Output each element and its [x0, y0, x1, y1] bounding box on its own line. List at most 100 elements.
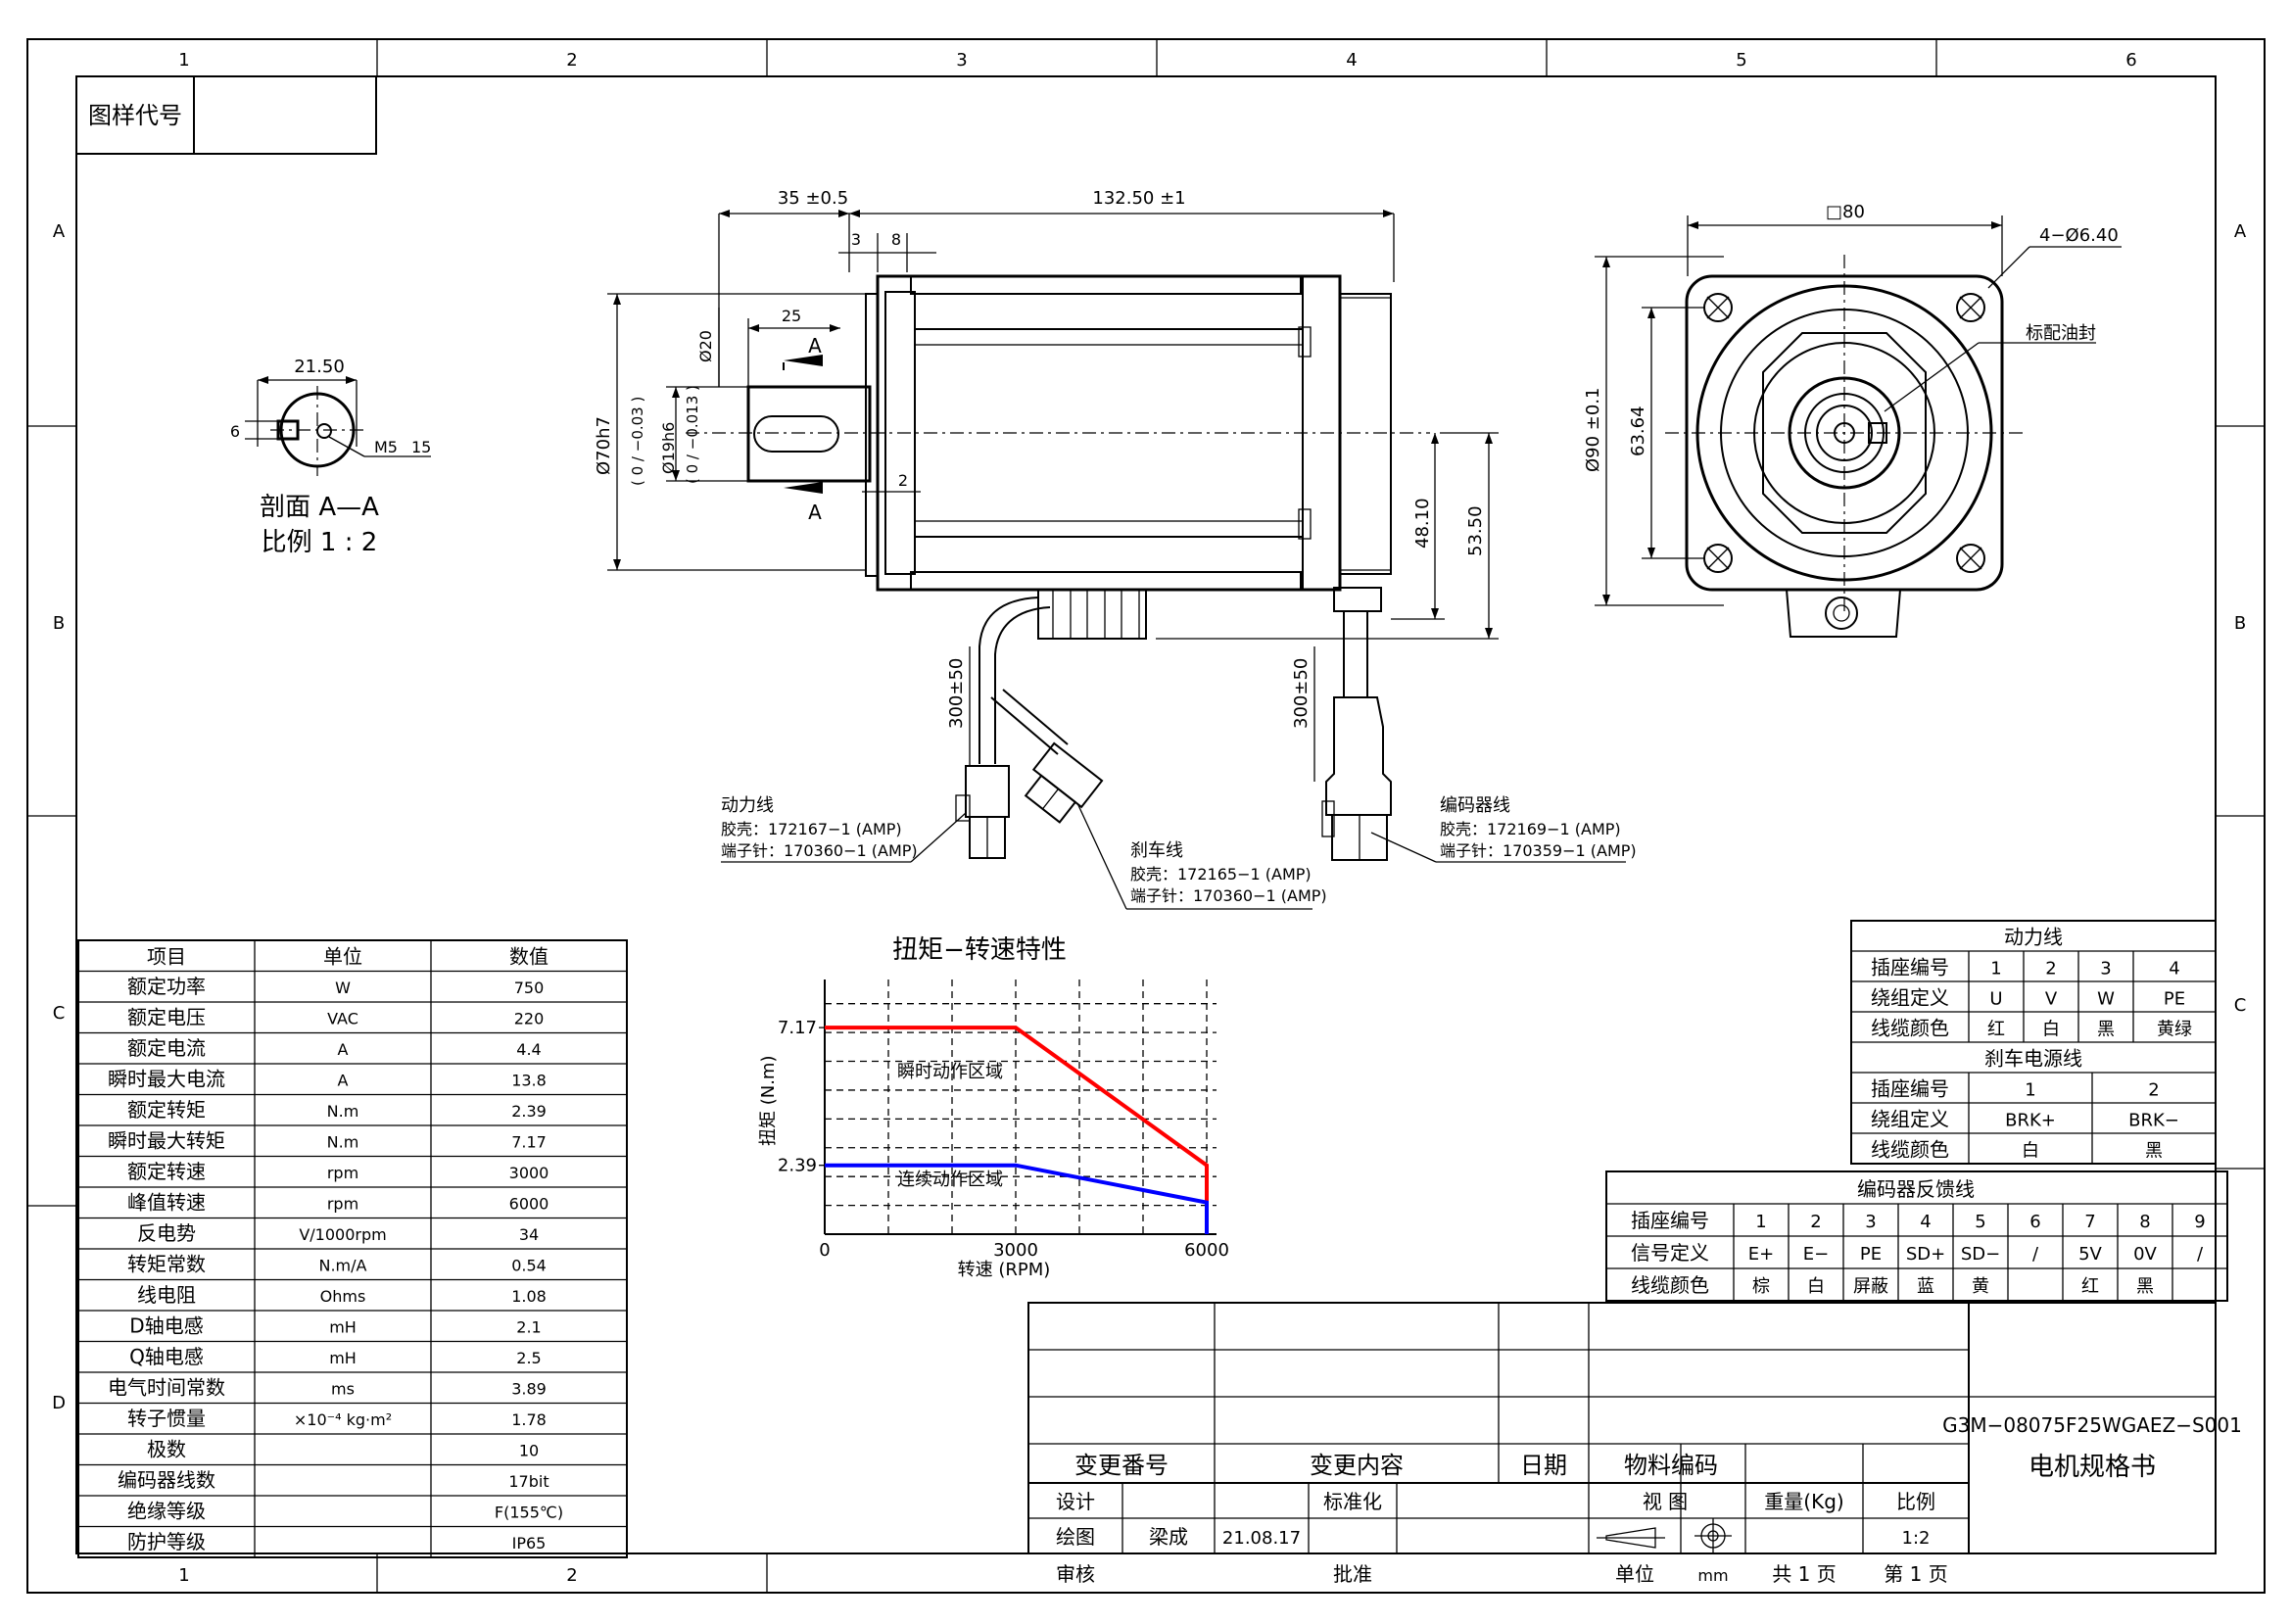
- ratio-label: 比例: [1896, 1490, 1935, 1513]
- spec-cell: 13.8: [511, 1072, 547, 1090]
- encoder-table-cell: 黄: [1972, 1276, 1989, 1297]
- spec-cell: 额定电压: [127, 1006, 206, 1029]
- spec-cell: W: [335, 979, 351, 997]
- power-table-cell: 3: [2100, 958, 2111, 979]
- spec-header-2: 数值: [509, 945, 549, 969]
- section-title: 剖面 A—A: [260, 493, 379, 522]
- section-thread-depth: 15: [411, 438, 431, 456]
- encoder-table-cell: 7: [2084, 1212, 2095, 1232]
- power-table-cell: U: [1989, 988, 2002, 1009]
- right-row-b-label: B: [2234, 613, 2246, 634]
- brake-table-title: 刹车电源线: [1984, 1046, 2082, 1070]
- row-a-label: A: [53, 221, 66, 242]
- row-c-label: C: [53, 1003, 66, 1024]
- dim-25: 25: [782, 307, 801, 325]
- standardize-label: 标准化: [1323, 1490, 1382, 1513]
- encoder-table-cell: 9: [2194, 1212, 2205, 1232]
- spec-cell: 瞬时最大电流: [108, 1068, 225, 1091]
- spec-cell: A: [338, 1040, 349, 1059]
- date-label: 日期: [1520, 1452, 1567, 1479]
- spec-cell: 峰值转速: [127, 1191, 206, 1215]
- spec-cell: 2.5: [516, 1349, 541, 1367]
- spec-cell: 2.1: [516, 1318, 541, 1337]
- brake-table-cell: BRK+: [2005, 1110, 2056, 1130]
- motor-front-view: □80 4−Ø6.40 标配油封: [1583, 202, 2122, 638]
- right-row-a-label: A: [2234, 221, 2247, 242]
- col-6-label: 6: [2125, 50, 2136, 71]
- encoder-table-cell: 0V: [2133, 1244, 2157, 1265]
- power-table-cell: W: [2097, 988, 2115, 1009]
- spec-cell: ×10⁻⁴ kg·m²: [294, 1410, 392, 1429]
- col-3-label: 3: [956, 50, 967, 71]
- change-content-label: 变更内容: [1310, 1452, 1404, 1479]
- power-table-cell: 红: [1987, 1019, 2005, 1039]
- chart-xtick: 3000: [993, 1240, 1038, 1261]
- spec-cell: IP65: [512, 1534, 547, 1552]
- spec-header-0: 项目: [147, 945, 186, 969]
- encoder-table-cell: 插座编号: [1631, 1209, 1709, 1232]
- encoder-table-cell: 1: [1755, 1212, 1766, 1232]
- power-table-cell: 绕组定义: [1871, 985, 1949, 1009]
- dim-48: 48.10: [1412, 498, 1433, 549]
- dim-shaft-tol: ( 0 / −0.013 ): [684, 385, 701, 484]
- encoder-table-title: 编码器反馈线: [1857, 1177, 1975, 1201]
- power-table-cell: 4: [2169, 958, 2179, 979]
- review-label: 审核: [1056, 1562, 1095, 1586]
- power-table-title: 动力线: [2004, 925, 2063, 948]
- spec-header-1: 单位: [323, 945, 362, 969]
- spec-cell: 34: [519, 1225, 539, 1244]
- brake-table-cell: 黑: [2145, 1140, 2163, 1161]
- spec-cell: 极数: [147, 1438, 186, 1461]
- cable-length-encoder: 300±50: [1291, 658, 1312, 729]
- encoder-table-cell: 8: [2139, 1212, 2150, 1232]
- total-pages: 共 1 页: [1772, 1562, 1836, 1586]
- encoder-table-cell: 5: [1975, 1212, 1985, 1232]
- drawing-code-box: 图样代号: [75, 75, 377, 155]
- encoder-table-cell: 5V: [2078, 1244, 2102, 1265]
- encoder-table-cell: 白: [1807, 1276, 1825, 1297]
- spec-cell: 2.39: [511, 1102, 547, 1121]
- drawing-label: 绘图: [1056, 1525, 1095, 1549]
- spec-cell: 线电阻: [137, 1283, 196, 1307]
- section-a-a: 21.50 6 M5 15 剖面 A—A 比例 1 : 2: [230, 357, 431, 557]
- projection-symbol-icon: [1597, 1518, 1732, 1553]
- dim-3: 3: [851, 230, 861, 249]
- spec-cell: 编码器线数: [118, 1468, 215, 1492]
- encoder-table-cell: 4: [1920, 1212, 1931, 1232]
- spec-cell: 防护等级: [127, 1530, 206, 1553]
- spec-cell: 额定转速: [127, 1160, 206, 1183]
- spec-cell: N.m: [327, 1102, 359, 1121]
- brake-table-cell: 白: [2022, 1140, 2039, 1161]
- chart-series-line-0: [825, 1026, 1209, 1234]
- page-number: 第 1 页: [1884, 1562, 1947, 1586]
- draw-date: 21.08.17: [1222, 1528, 1301, 1549]
- chart-ylabel: 扭矩 (N.m): [758, 1056, 779, 1147]
- power-table-cell: 1: [1990, 958, 2001, 979]
- encoder-table-cell: E+: [1748, 1244, 1774, 1265]
- col-1-label: 1: [178, 50, 189, 71]
- section-thread: M5: [374, 438, 398, 456]
- power-table-cell: 2: [2045, 958, 2056, 979]
- power-table-cell: 黄绿: [2157, 1019, 2192, 1039]
- row-b-label: B: [53, 613, 65, 634]
- spec-cell: 绝缘等级: [127, 1500, 206, 1523]
- section-mark-bottom: A: [808, 501, 822, 524]
- model-number: G3M−08075F25WGAEZ−S001: [1942, 1413, 2242, 1437]
- spec-cell: Q轴电感: [129, 1345, 204, 1368]
- power-cable-label: 动力线: [721, 795, 774, 816]
- spec-cell: 7.17: [511, 1133, 547, 1152]
- spec-cell: D轴电感: [129, 1314, 203, 1338]
- spec-cell: 3000: [509, 1164, 549, 1182]
- spec-cell: 17bit: [508, 1472, 549, 1491]
- spec-cell: A: [338, 1072, 349, 1090]
- spec-cell: 220: [514, 1010, 545, 1028]
- encoder-table-cell: 2: [1810, 1212, 1821, 1232]
- encoder-cable-label: 编码器线: [1440, 795, 1510, 816]
- encoder-table-cell: 蓝: [1917, 1276, 1934, 1297]
- section-dim-width: 21.50: [294, 357, 345, 377]
- dim-90: Ø90 ±0.1: [1583, 387, 1603, 472]
- spec-cell: VAC: [327, 1010, 358, 1028]
- weight-label: 重量(Kg): [1764, 1490, 1843, 1513]
- spec-cell: ms: [331, 1380, 355, 1399]
